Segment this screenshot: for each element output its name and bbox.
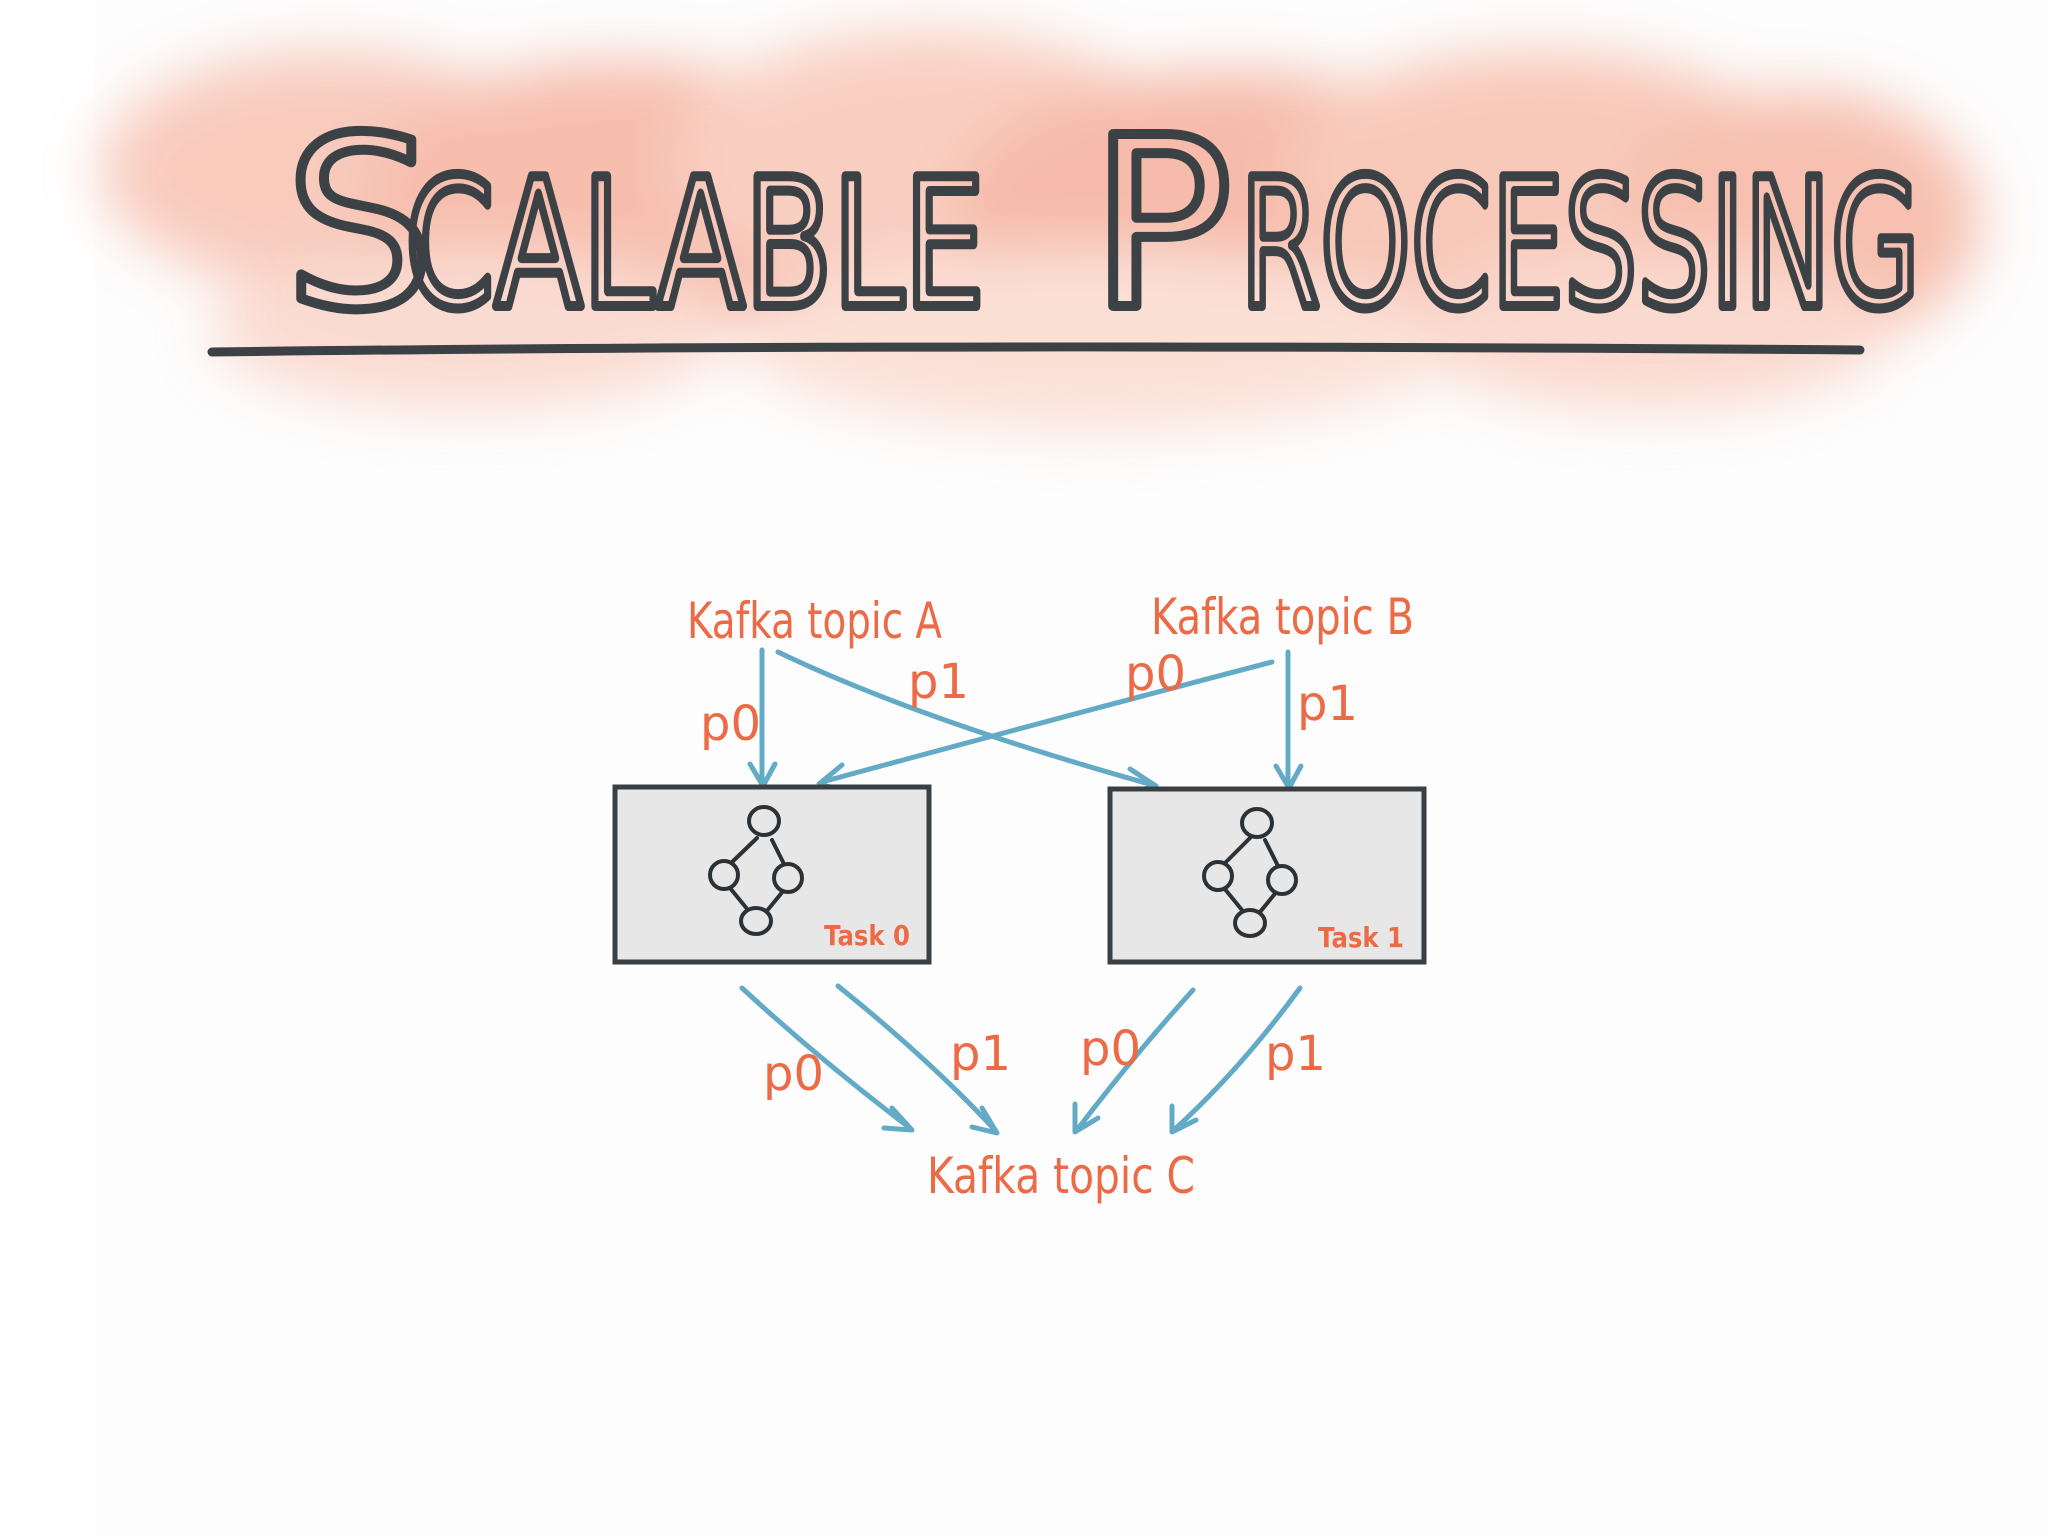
title-letter-s: S xyxy=(285,87,435,362)
task-1-label: Task 1 xyxy=(1318,921,1404,954)
task-0-label: Task 0 xyxy=(824,919,910,952)
label-t0-p1: p1 xyxy=(950,1026,1011,1082)
topic-b-label: Kafka topic B xyxy=(1151,588,1414,646)
arrow-t1-p0 xyxy=(1074,987,1196,1133)
page-title: S CALABLE P ROCESSING xyxy=(280,82,1925,367)
arrow-t0-p0 xyxy=(739,985,913,1131)
label-t1-p1: p1 xyxy=(1265,1026,1326,1082)
input-arrows xyxy=(747,647,1304,796)
task-1-graph-icon xyxy=(1202,807,1298,938)
arrow-t0-p1-head xyxy=(969,1105,1000,1136)
title-word-calable: CALABLE xyxy=(405,141,985,348)
label-t1-p0: p0 xyxy=(1080,1021,1141,1077)
title-letter-p: P xyxy=(1090,87,1232,362)
task-0-graph-icon xyxy=(708,805,804,936)
arrow-t1-p0-head xyxy=(1072,1101,1101,1135)
task-1: Task 1 xyxy=(1107,786,1427,965)
arrow-a-p1 xyxy=(775,649,1156,788)
page-margin xyxy=(0,0,95,1536)
task-0: Task 0 xyxy=(612,784,932,965)
arrow-t0-p0-head xyxy=(881,1105,915,1133)
arrow-b-p0 xyxy=(819,659,1275,785)
label-b-p0: p0 xyxy=(1125,646,1186,702)
arrow-t0-p1 xyxy=(835,983,998,1133)
topic-a-label: Kafka topic A xyxy=(687,592,942,650)
label-b-p1: p1 xyxy=(1297,676,1358,732)
arrow-t1-p1-head xyxy=(1169,1103,1199,1135)
title-watercolor-wash xyxy=(100,30,1980,430)
topic-c-label: Kafka topic C xyxy=(927,1147,1195,1205)
label-t0-p0: p0 xyxy=(763,1046,824,1102)
title-word-rocessing: ROCESSING xyxy=(1240,141,1920,348)
arrow-t1-p1 xyxy=(1171,985,1303,1133)
title-underline xyxy=(207,342,1865,357)
output-arrows xyxy=(739,983,1303,1136)
label-a-p0: p0 xyxy=(700,696,761,752)
label-a-p1: p1 xyxy=(908,654,969,710)
